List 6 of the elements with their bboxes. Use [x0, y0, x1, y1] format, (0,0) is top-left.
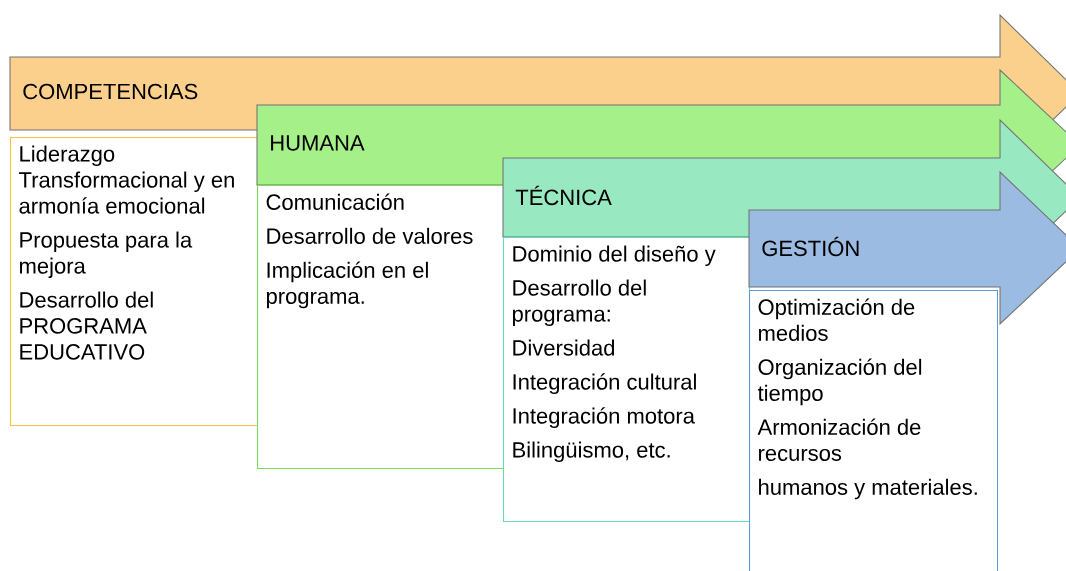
list-box: Comunicación Desarrollo de valores Implicación en el programa. [257, 185, 505, 470]
list-box: Optimización de medios Organización del tiempo Armonización de recursos humanos y materiales. [749, 290, 999, 571]
node-label: Organización del tiempo [757, 358, 922, 406]
list-box: Dominio del diseño y Desarrollo del programa: Diversidad Integración cultural Integración motora Bilingüismo, etc. [503, 237, 751, 523]
list-box: Liderazgo Transformacional y en armonía emocional Propuesta para la mejora Desarrollo del PROGRAMA EDUCATIVO [10, 137, 259, 427]
node-label: humanos y materiales. [759, 478, 977, 500]
